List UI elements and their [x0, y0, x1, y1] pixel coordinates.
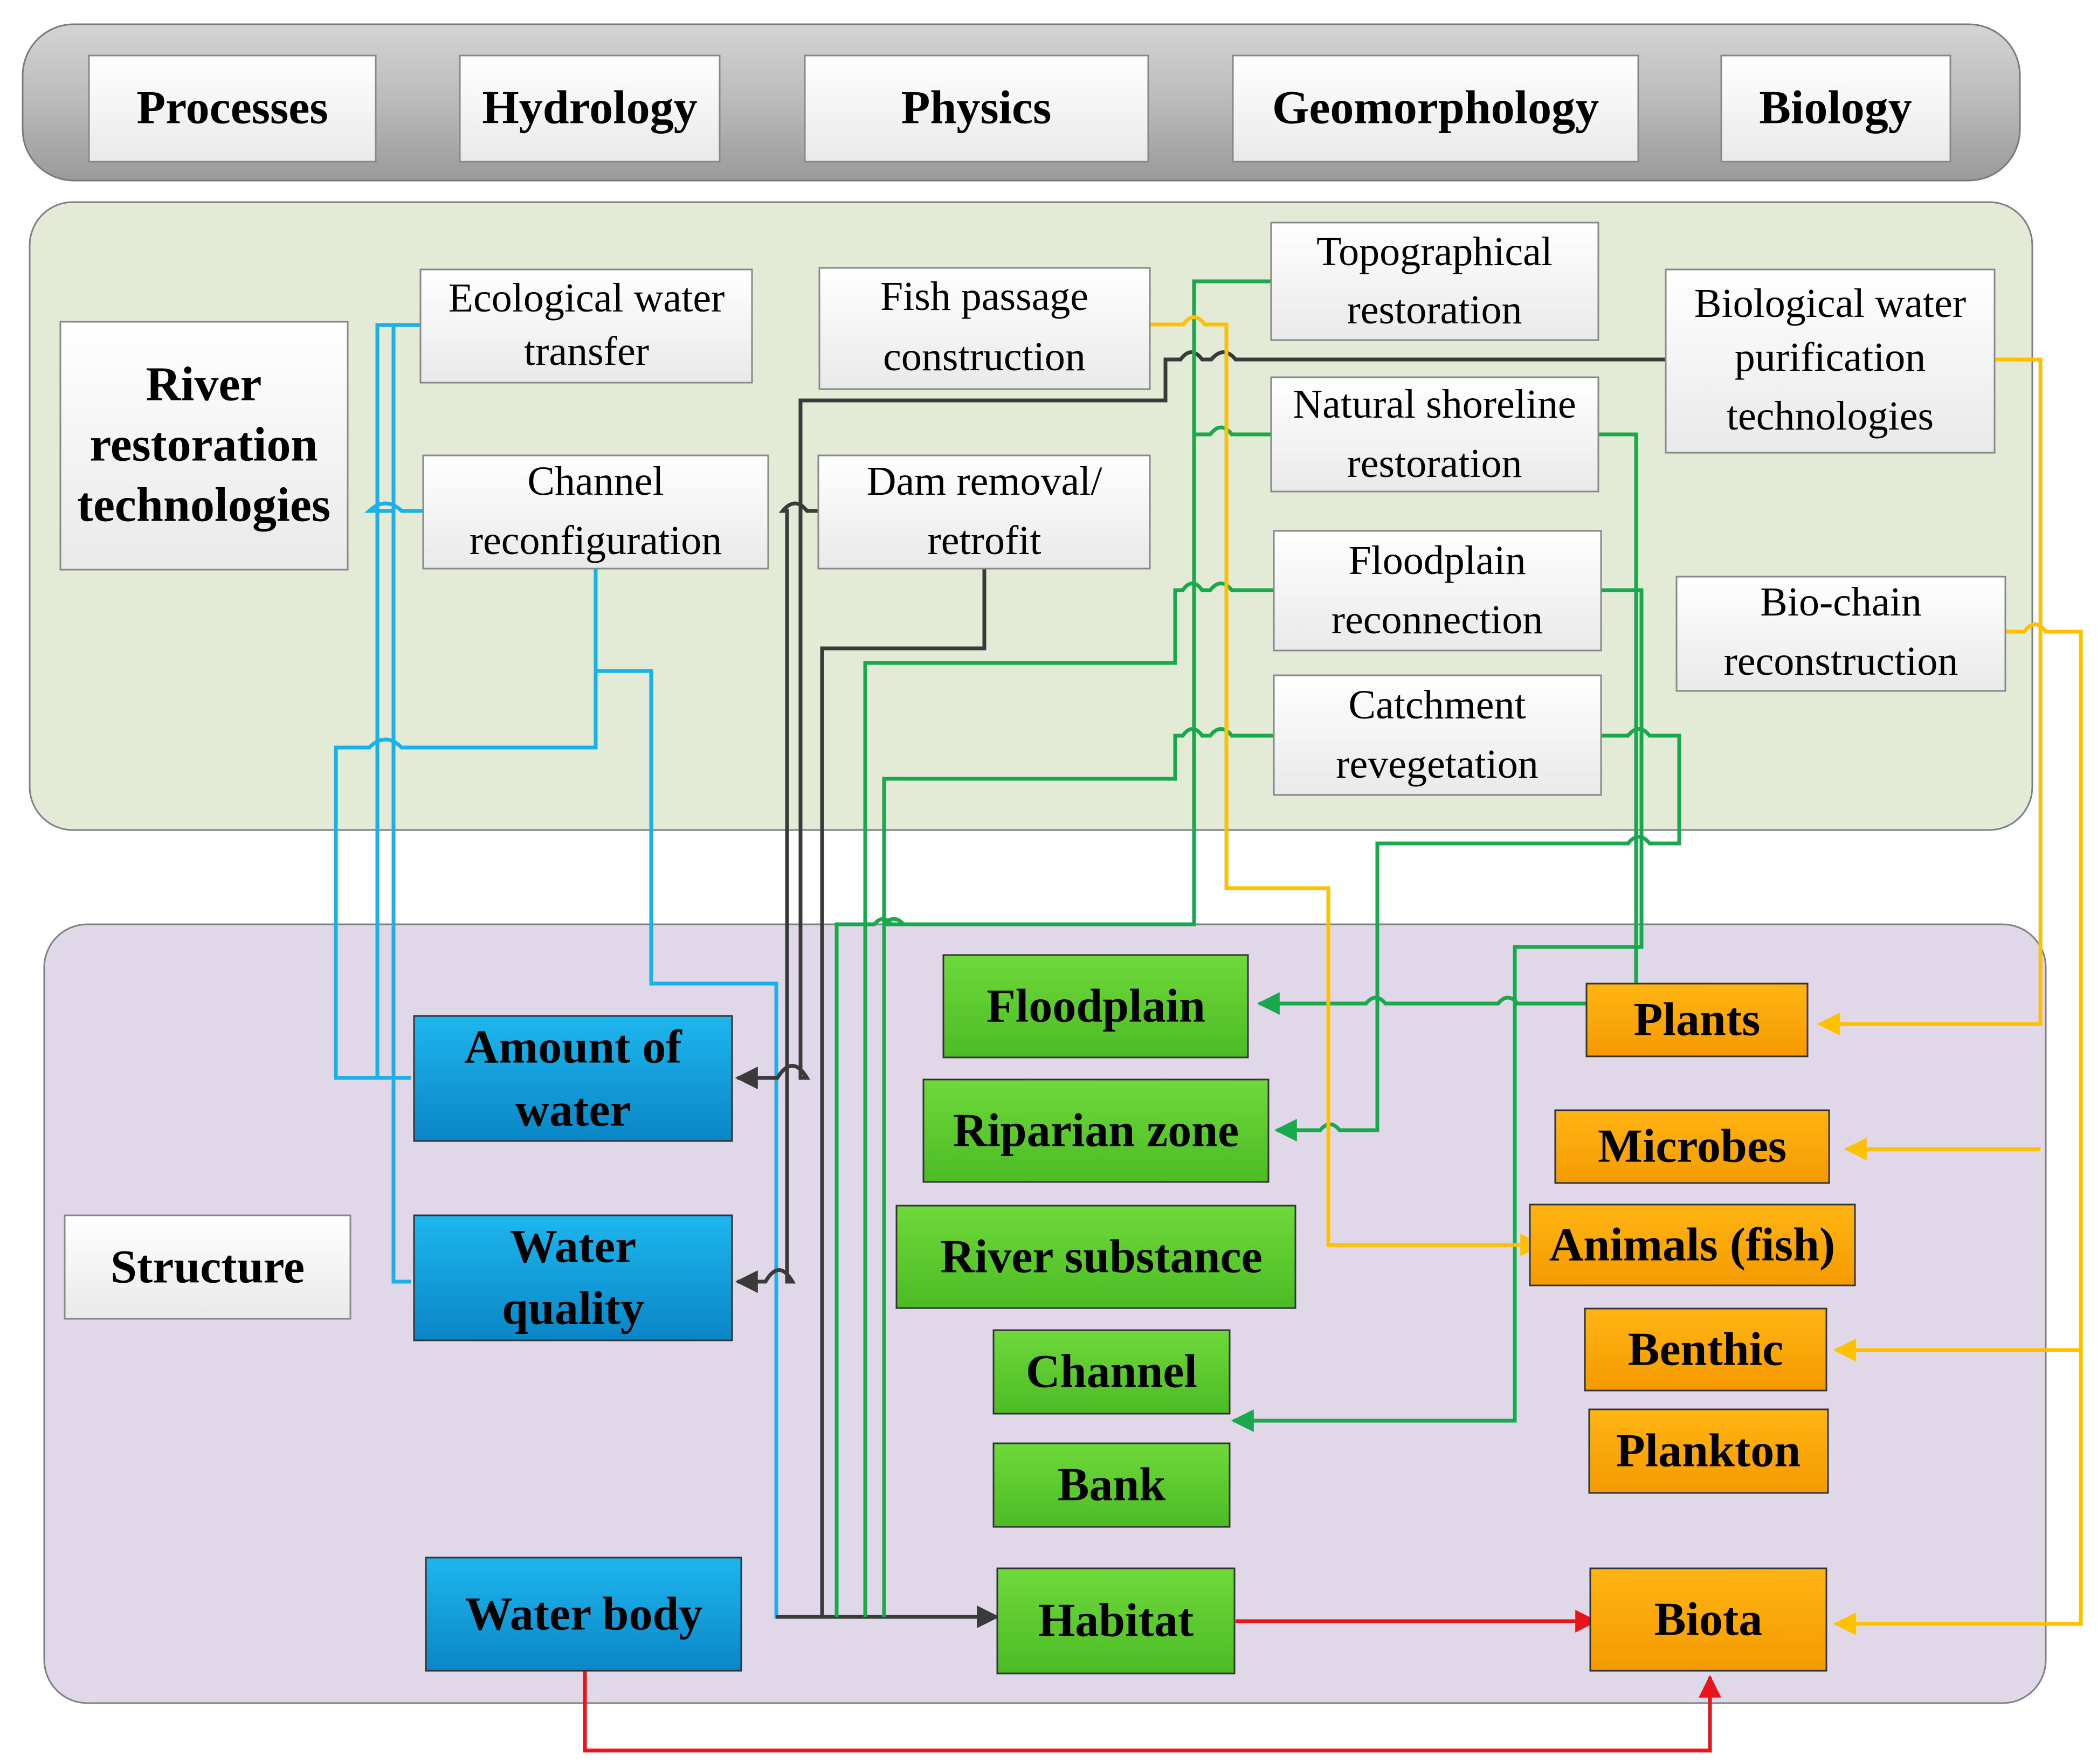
- tech-label: reconstruction: [1724, 639, 1958, 684]
- tech-label: restoration: [1347, 441, 1522, 486]
- red-connectors: [583, 1610, 1721, 1753]
- node-label: Riparian zone: [953, 1105, 1239, 1157]
- node-label: Benthic: [1628, 1324, 1783, 1376]
- node-label: Amount of: [464, 1021, 682, 1074]
- tech-label: purification: [1735, 335, 1926, 380]
- node-label: Water: [510, 1221, 637, 1273]
- tech-label: reconnection: [1332, 597, 1543, 642]
- header-label: Physics: [901, 82, 1052, 134]
- tech-label: Floodplain: [1348, 538, 1526, 583]
- tech-label: Fish passage: [880, 274, 1088, 319]
- tech-catchment-revegetation: Catchment revegetation: [1273, 674, 1602, 796]
- node-amount-of-water: Amount of water: [413, 1015, 733, 1142]
- tech-topographical-restoration: Topographical restoration: [1270, 222, 1599, 341]
- node-label: River substance: [940, 1231, 1262, 1283]
- structure-title: Structure: [64, 1214, 351, 1320]
- node-label: Habitat: [1038, 1595, 1194, 1647]
- tech-dam-removal-retrofit: Dam removal/ retrofit: [817, 454, 1151, 570]
- node-label: Bank: [1058, 1459, 1166, 1511]
- technologies-title: River restoration technologies: [59, 321, 349, 571]
- header-processes: Processes: [88, 54, 377, 163]
- node-bank: Bank: [992, 1442, 1231, 1528]
- node-label: Water body: [465, 1588, 703, 1641]
- tech-label: technologies: [1727, 393, 1934, 439]
- node-label: quality: [502, 1283, 644, 1335]
- tech-biological-water-purification: Biological water purification technologi…: [1665, 268, 1996, 454]
- tech-bio-chain-reconstruction: Bio-chain reconstruction: [1675, 576, 2006, 692]
- node-animals-fish: Animals (fish): [1529, 1203, 1856, 1286]
- node-habitat: Habitat: [996, 1567, 1236, 1675]
- node-plants: Plants: [1585, 983, 1809, 1057]
- node-label: Floodplain: [987, 980, 1205, 1033]
- node-water-quality: Water quality: [413, 1214, 733, 1341]
- header-label: Biology: [1759, 82, 1912, 134]
- tech-ecological-water-transfer: Ecological water transfer: [419, 268, 753, 384]
- node-label: Biota: [1654, 1594, 1762, 1646]
- tech-natural-shoreline-restoration: Natural shoreline restoration: [1270, 376, 1599, 493]
- tech-label: Channel: [527, 459, 664, 504]
- node-biota: Biota: [1589, 1567, 1827, 1672]
- node-microbes: Microbes: [1554, 1109, 1830, 1184]
- header-geomorphology: Geomorphology: [1232, 54, 1639, 163]
- node-label: water: [515, 1084, 631, 1137]
- title-line: River: [146, 358, 262, 411]
- node-riparian-zone: Riparian zone: [922, 1078, 1270, 1183]
- tech-label: Natural shoreline: [1293, 382, 1576, 427]
- title-line: technologies: [77, 479, 330, 532]
- tech-channel-reconfiguration: Channel reconfiguration: [422, 454, 769, 570]
- node-label: Plankton: [1616, 1425, 1801, 1477]
- node-plankton: Plankton: [1588, 1408, 1829, 1494]
- tech-label: restoration: [1347, 287, 1522, 333]
- tech-label: Catchment: [1348, 682, 1526, 728]
- tech-label: Topographical: [1316, 229, 1553, 274]
- node-label: Microbes: [1598, 1120, 1786, 1173]
- tech-label: Biological water: [1694, 281, 1966, 326]
- header-label: Hydrology: [482, 82, 697, 134]
- node-channel: Channel: [992, 1329, 1231, 1415]
- tech-floodplain-reconnection: Floodplain reconnection: [1273, 530, 1602, 652]
- tech-label: revegetation: [1336, 742, 1539, 787]
- node-label: Channel: [1026, 1346, 1197, 1398]
- biology-connectors: [1150, 315, 2083, 1635]
- header-label: Geomorphology: [1272, 82, 1599, 134]
- structure-label: Structure: [111, 1241, 305, 1293]
- tech-label: Bio-chain: [1760, 579, 1922, 625]
- tech-label: Ecological water: [449, 275, 725, 321]
- node-benthic: Benthic: [1584, 1308, 1827, 1392]
- header-biology: Biology: [1720, 54, 1951, 163]
- header-label: Processes: [136, 82, 328, 134]
- node-floodplain: Floodplain: [942, 954, 1249, 1059]
- tech-label: Dam removal/: [867, 459, 1103, 504]
- tech-label: construction: [883, 334, 1086, 379]
- tech-label: retrofit: [927, 518, 1041, 563]
- title-line: restoration: [89, 418, 318, 472]
- header-physics: Physics: [804, 54, 1149, 163]
- tech-label: transfer: [524, 329, 649, 374]
- node-water-body: Water body: [425, 1557, 742, 1672]
- physics-connectors: [735, 350, 1666, 1628]
- header-hydrology: Hydrology: [459, 54, 721, 163]
- node-river-substance: River substance: [895, 1205, 1296, 1309]
- node-label: Animals (fish): [1549, 1219, 1836, 1271]
- tech-label: reconfiguration: [470, 518, 722, 563]
- node-label: Plants: [1634, 994, 1761, 1046]
- tech-fish-passage-construction: Fish passage construction: [818, 267, 1151, 390]
